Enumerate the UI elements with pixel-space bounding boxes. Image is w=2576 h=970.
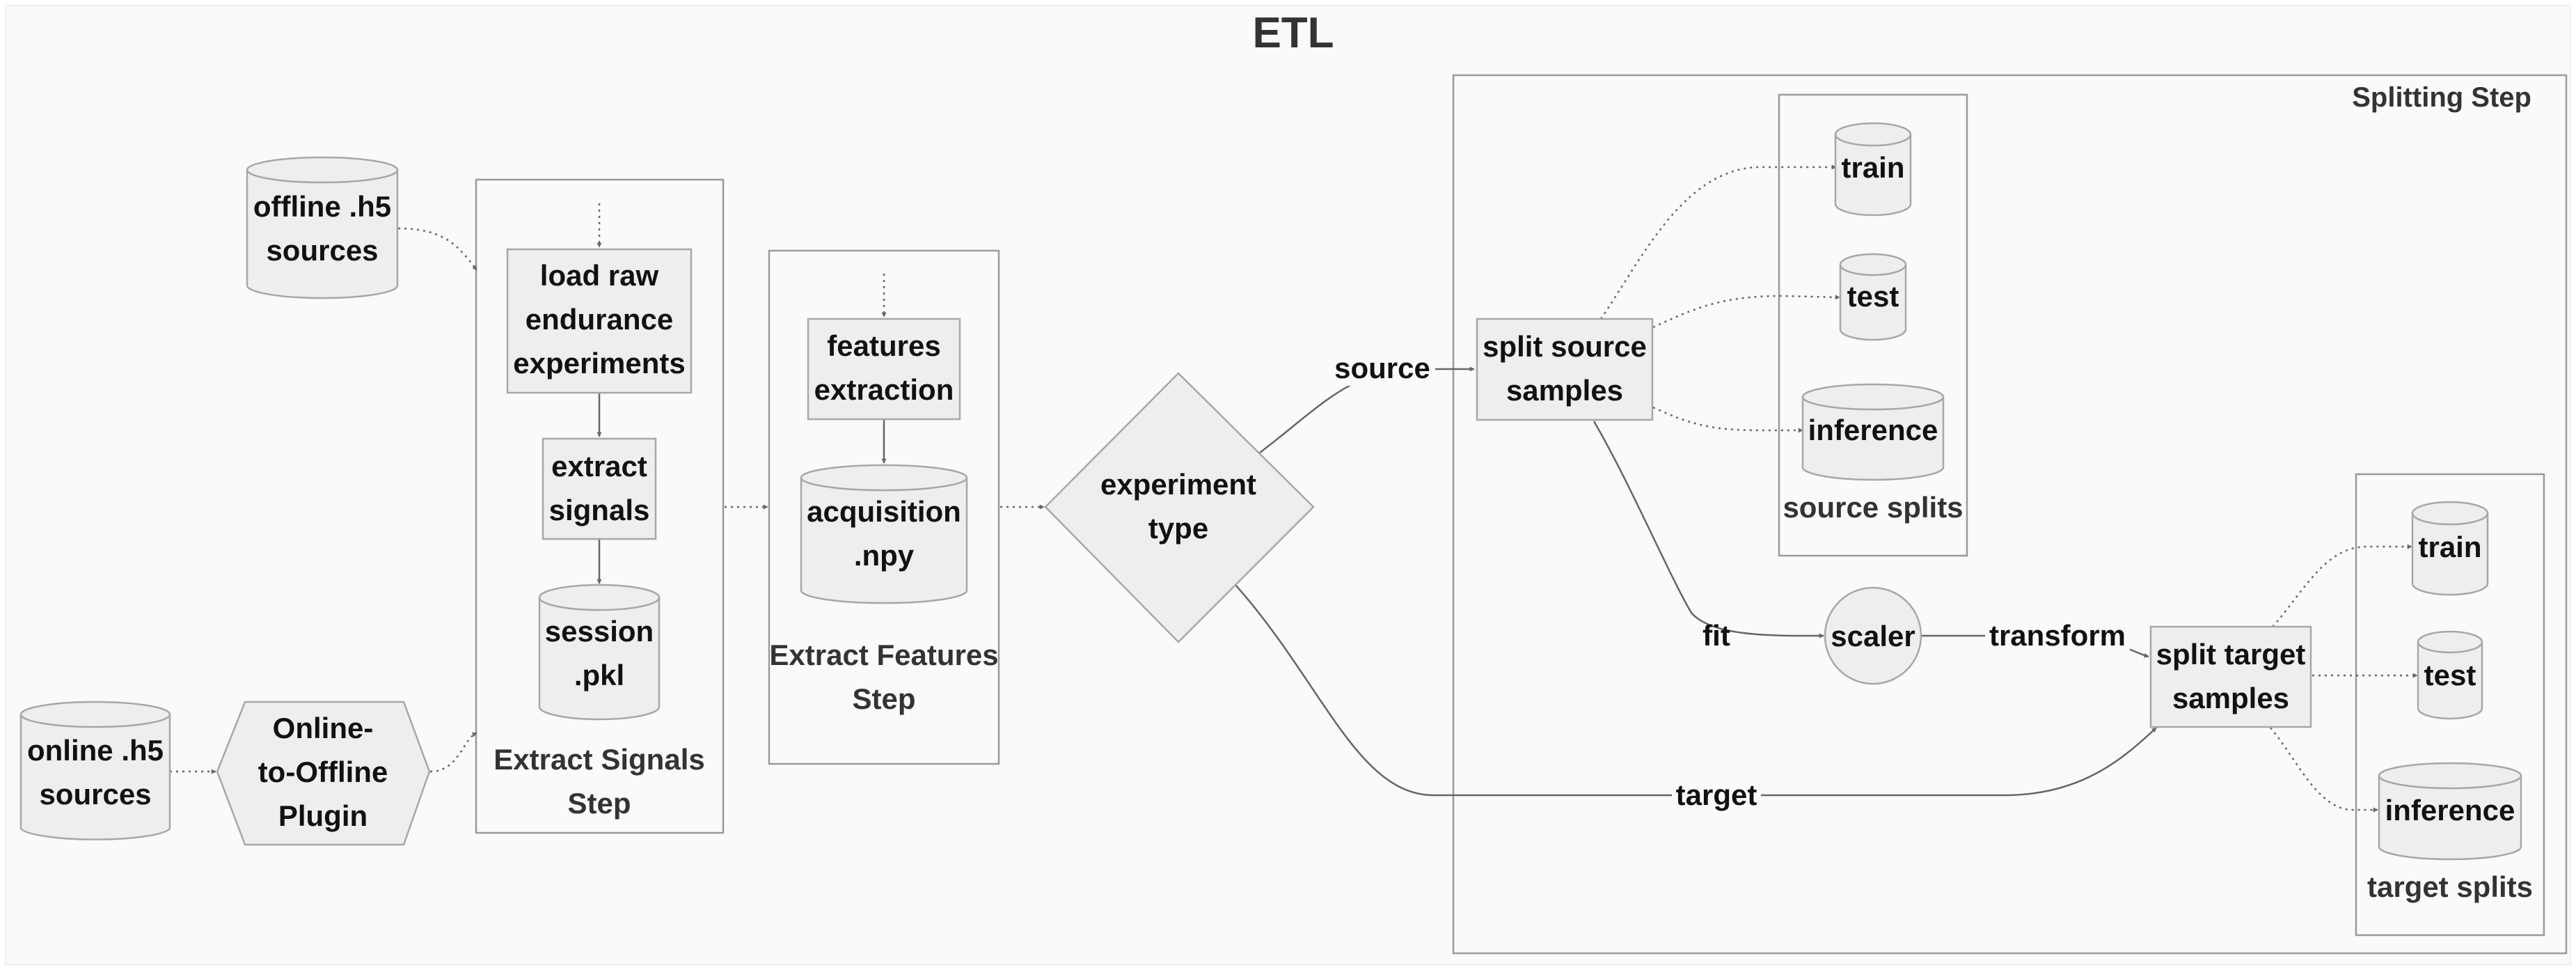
svg-text:scaler: scaler bbox=[1831, 620, 1915, 652]
edge-experiment-target bbox=[1235, 584, 2157, 797]
edge-split-target-to-train bbox=[2272, 544, 2412, 627]
splitting-step-group bbox=[1452, 74, 2568, 955]
edge-label-source-bg bbox=[1329, 351, 1435, 386]
edge-label-transform-bg bbox=[1985, 618, 2130, 653]
text-line: samples bbox=[2172, 682, 2289, 714]
edge-label-target: target bbox=[1676, 779, 1757, 811]
text-line: Step bbox=[567, 787, 631, 820]
edge-label-target-bg bbox=[1672, 777, 1761, 812]
text-line: to-Offline bbox=[258, 756, 388, 788]
text-line: experiment bbox=[1100, 468, 1256, 501]
features-extraction-node: features extraction bbox=[807, 318, 961, 421]
text-line: signals bbox=[549, 494, 650, 526]
source-splits-group bbox=[1778, 93, 1968, 557]
text-line: Extract Features bbox=[769, 639, 998, 671]
edge-label-fit: fit bbox=[1702, 619, 1730, 652]
text-line: features bbox=[827, 329, 940, 362]
extract-signals-node: extract signals bbox=[542, 437, 657, 540]
text-line: .npy bbox=[854, 539, 915, 572]
text-line: endurance bbox=[526, 303, 673, 336]
text-line: samples bbox=[1506, 374, 1623, 407]
text-line: Online- bbox=[273, 712, 374, 744]
text-line: load raw bbox=[540, 259, 659, 292]
target-splits-group bbox=[2355, 473, 2545, 937]
text-line: offline .h5 bbox=[253, 190, 391, 223]
svg-text:acquisition.npy: acquisition .npy bbox=[807, 495, 961, 572]
edge-split-source-to-train bbox=[1599, 164, 1837, 320]
text-line: online .h5 bbox=[27, 734, 164, 767]
split-source-node: split source samples bbox=[1476, 318, 1654, 421]
offline-sources-node: offline .h5 sources bbox=[246, 156, 399, 299]
diagram-title: ETL bbox=[1252, 9, 1334, 57]
text-line: extraction bbox=[814, 373, 954, 406]
text-line: experiments bbox=[513, 347, 685, 380]
splitting-step-label: Splitting Step bbox=[2352, 82, 2531, 113]
extract-signals-step-group bbox=[475, 178, 725, 834]
edge-label-source: source bbox=[1334, 352, 1430, 384]
acquisition-node: acquisition .npy bbox=[800, 464, 968, 604]
svg-text:inference: inference bbox=[1808, 414, 1938, 446]
text-line: acquisition bbox=[807, 495, 961, 528]
text-line: type bbox=[1148, 512, 1208, 545]
text-line: split target bbox=[2156, 638, 2306, 671]
split-target-node: split target samples bbox=[2149, 625, 2312, 728]
svg-text:test: test bbox=[1847, 280, 1899, 313]
target-inference-node: inference bbox=[2378, 762, 2522, 861]
scaler-node: scaler bbox=[1824, 586, 1922, 685]
text-line: sources bbox=[266, 234, 378, 267]
edge-offline-to-load bbox=[397, 227, 477, 271]
online-sources-node: online .h5 sources bbox=[19, 701, 171, 840]
svg-text:test: test bbox=[2424, 659, 2476, 691]
svg-text:train: train bbox=[1841, 151, 1904, 184]
edge-split-source-to-inference bbox=[1652, 406, 1803, 433]
svg-text:session.pkl: session .pkl bbox=[545, 615, 654, 691]
source-train-node: train bbox=[1834, 122, 1912, 217]
text-line: session bbox=[545, 615, 654, 648]
edge-split-source-to-test bbox=[1652, 295, 1840, 329]
session-node: session .pkl bbox=[538, 584, 661, 721]
text-line: Extract Signals bbox=[493, 743, 704, 776]
load-raw-node: load raw endurance experiments bbox=[506, 248, 693, 394]
text-line: split source bbox=[1483, 330, 1647, 363]
edge-label-transform: transform bbox=[1989, 619, 2126, 652]
source-splits-label: source splits bbox=[1783, 491, 1963, 524]
extract-features-step-group bbox=[768, 249, 1000, 765]
edge-plugin-to-load bbox=[429, 732, 477, 773]
svg-text:train: train bbox=[2418, 531, 2481, 563]
text-line: .pkl bbox=[574, 659, 624, 691]
svg-text:inference: inference bbox=[2385, 794, 2515, 827]
source-test-node: test bbox=[1839, 253, 1907, 341]
source-inference-node: inference bbox=[1801, 383, 1945, 481]
text-line: Step bbox=[852, 682, 915, 715]
edge-split-target-to-inference bbox=[2270, 727, 2378, 813]
text-line: extract bbox=[551, 450, 647, 483]
text-line: Plugin bbox=[278, 799, 368, 832]
target-splits-label: target splits bbox=[2367, 870, 2533, 903]
text-line: sources bbox=[39, 778, 151, 811]
edge-split-source-fit bbox=[1593, 421, 1824, 639]
target-train-node: train bbox=[2411, 501, 2489, 596]
target-test-node: test bbox=[2417, 630, 2483, 720]
experiment-type-node: experiment type bbox=[1044, 372, 1315, 643]
